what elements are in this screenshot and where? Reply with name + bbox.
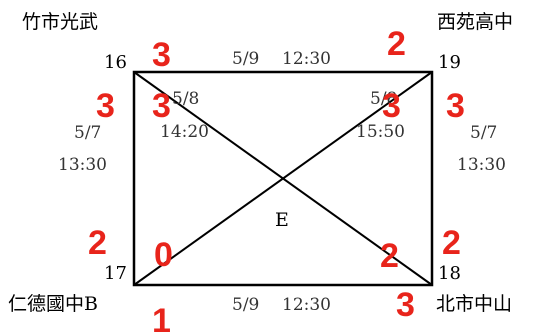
score-diag-top-right: 3 [382, 87, 401, 125]
match-top-date: 5/9 [232, 49, 259, 69]
score-left-bottom: 2 [88, 224, 107, 262]
group-label: E [275, 209, 289, 231]
score-top-left: 3 [152, 36, 171, 74]
score-left-top: 3 [96, 87, 115, 125]
match-right-time: 13:30 [457, 155, 506, 175]
team-top-left-number: 16 [104, 52, 127, 73]
match-top-time: 12:30 [282, 49, 331, 69]
team-top-right-name: 西苑高中 [437, 11, 513, 33]
score-top-right: 2 [387, 25, 406, 63]
match-diag-left-time: 14:20 [160, 122, 209, 142]
team-bottom-right-number: 18 [438, 263, 461, 284]
match-diag-right-date: 5/8 [370, 89, 397, 109]
score-diag-bottom-right: 2 [380, 237, 399, 275]
score-bottom-right: 3 [396, 286, 415, 324]
score-right-top: 3 [446, 87, 465, 125]
match-diag-right-time: 15:50 [356, 122, 405, 142]
match-right-date: 5/7 [470, 123, 497, 143]
score-right-bottom: 2 [442, 224, 461, 262]
match-left-time: 13:30 [58, 155, 107, 175]
team-top-right-number: 19 [438, 52, 461, 73]
match-diag-left-date: 5/8 [172, 89, 199, 109]
match-bottom-date: 5/9 [232, 295, 259, 315]
diagonal-tr-bl [133, 71, 433, 286]
score-bottom-left: 1 [152, 302, 171, 335]
match-left-date: 5/7 [74, 123, 101, 143]
match-bottom-time: 12:30 [282, 295, 331, 315]
score-diag-bottom-left: 0 [154, 236, 173, 274]
team-bottom-left-number: 17 [104, 263, 127, 284]
group-box [132, 70, 434, 287]
score-diag-top-left: 3 [152, 87, 171, 125]
team-bottom-left-name: 仁德國中B [8, 293, 98, 315]
team-bottom-right-name: 北市中山 [436, 293, 512, 315]
team-top-left-name: 竹市光武 [22, 11, 98, 33]
